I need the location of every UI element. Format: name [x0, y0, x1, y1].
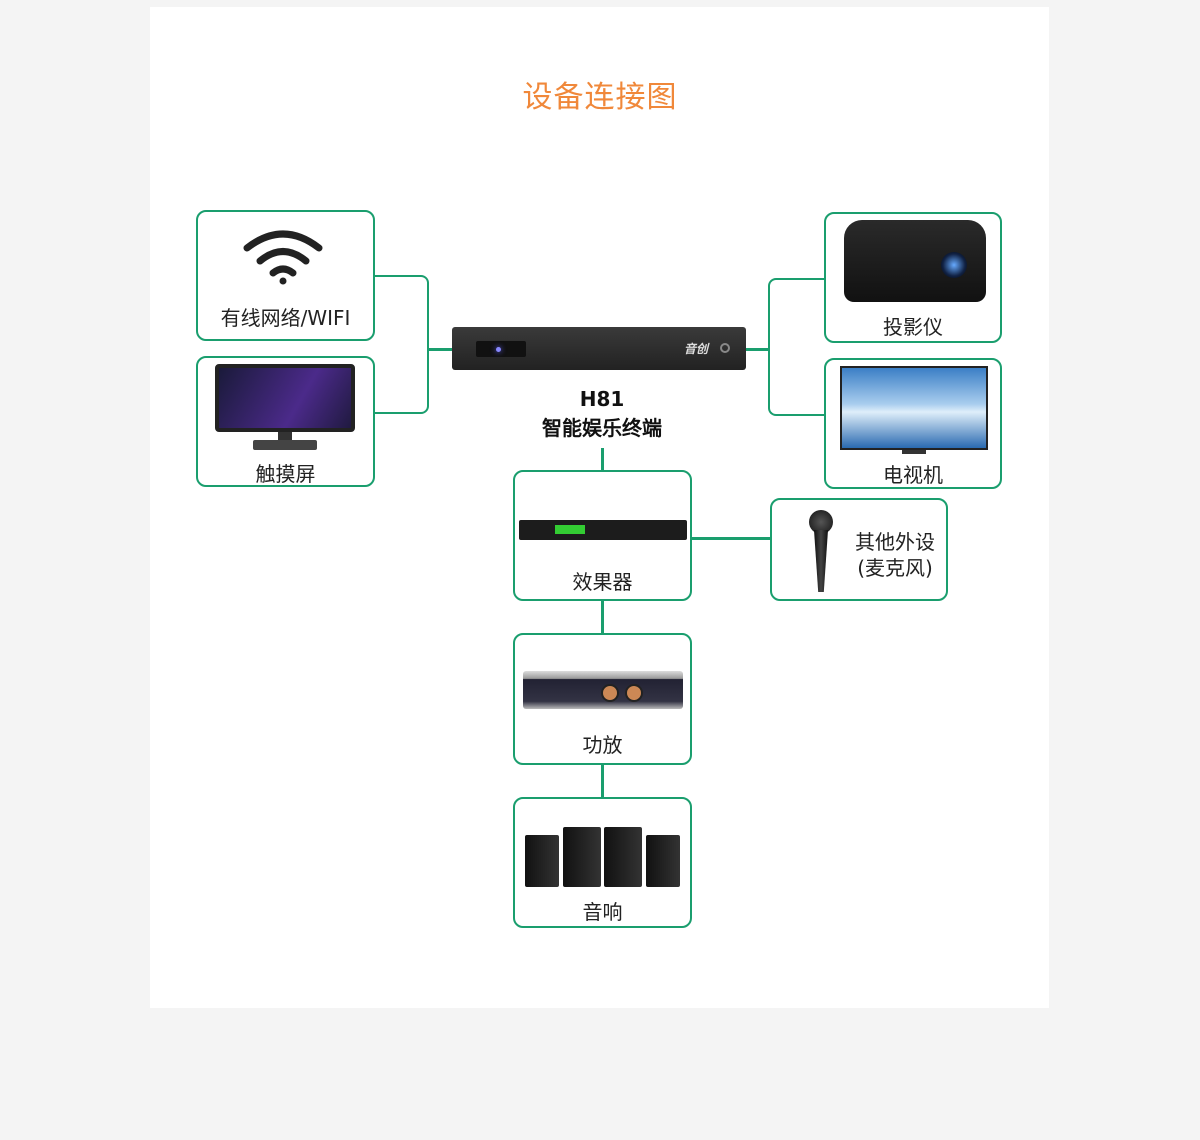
right-bracket: [768, 278, 825, 416]
left-bracket: [372, 275, 429, 414]
connector: [745, 348, 770, 351]
mic-box: 其他外设 (麦克风): [770, 498, 948, 601]
device-name: 智能娱乐终端: [542, 416, 662, 440]
effects-display: [555, 525, 585, 534]
effects-image: [519, 520, 687, 540]
speaker-icon: [646, 835, 680, 887]
effects-label: 效果器: [572, 570, 633, 594]
speakers-label: 音响: [582, 900, 623, 924]
amp-box: 功放: [513, 633, 692, 765]
power-button-icon: [720, 343, 730, 353]
speaker-icon: [604, 827, 642, 887]
amp-knob: [625, 684, 643, 702]
wifi-icon: [243, 230, 323, 285]
amp-knob: [601, 684, 619, 702]
mic-label-1: 其他外设: [855, 530, 935, 554]
page-title: 设备连接图: [522, 80, 678, 115]
device-model: H81: [579, 387, 625, 411]
display-window: [476, 341, 526, 357]
speaker-icon: [563, 827, 601, 887]
projector-box: 投影仪: [824, 212, 1002, 343]
connector: [601, 762, 604, 799]
projector-lens: [941, 252, 967, 278]
speakers-box: 音响: [513, 797, 692, 928]
connector: [601, 598, 604, 635]
touch-screen-image: [215, 364, 355, 432]
microphone-icon: [814, 530, 828, 592]
network-box: 有线网络/WIFI: [196, 210, 375, 341]
tv-label: 电视机: [883, 463, 943, 487]
connector: [428, 348, 454, 351]
amp-label: 功放: [582, 733, 623, 757]
tv-stand: [902, 450, 926, 454]
connector: [689, 537, 771, 540]
h81-device-image: 音创: [452, 327, 746, 370]
tv-image: [840, 366, 988, 450]
touch-label: 触摸屏: [255, 462, 316, 486]
brand-logo: 音创: [683, 342, 708, 356]
speaker-icon: [525, 835, 559, 887]
network-label: 有线网络/WIFI: [220, 306, 351, 330]
tv-box: 电视机: [824, 358, 1002, 489]
stand-base: [253, 440, 317, 450]
projector-label: 投影仪: [883, 315, 943, 339]
connector: [601, 448, 604, 472]
touch-screen-box: 触摸屏: [196, 356, 375, 487]
effects-box: 效果器: [513, 470, 692, 601]
mic-label-2: (麦克风): [857, 556, 933, 580]
